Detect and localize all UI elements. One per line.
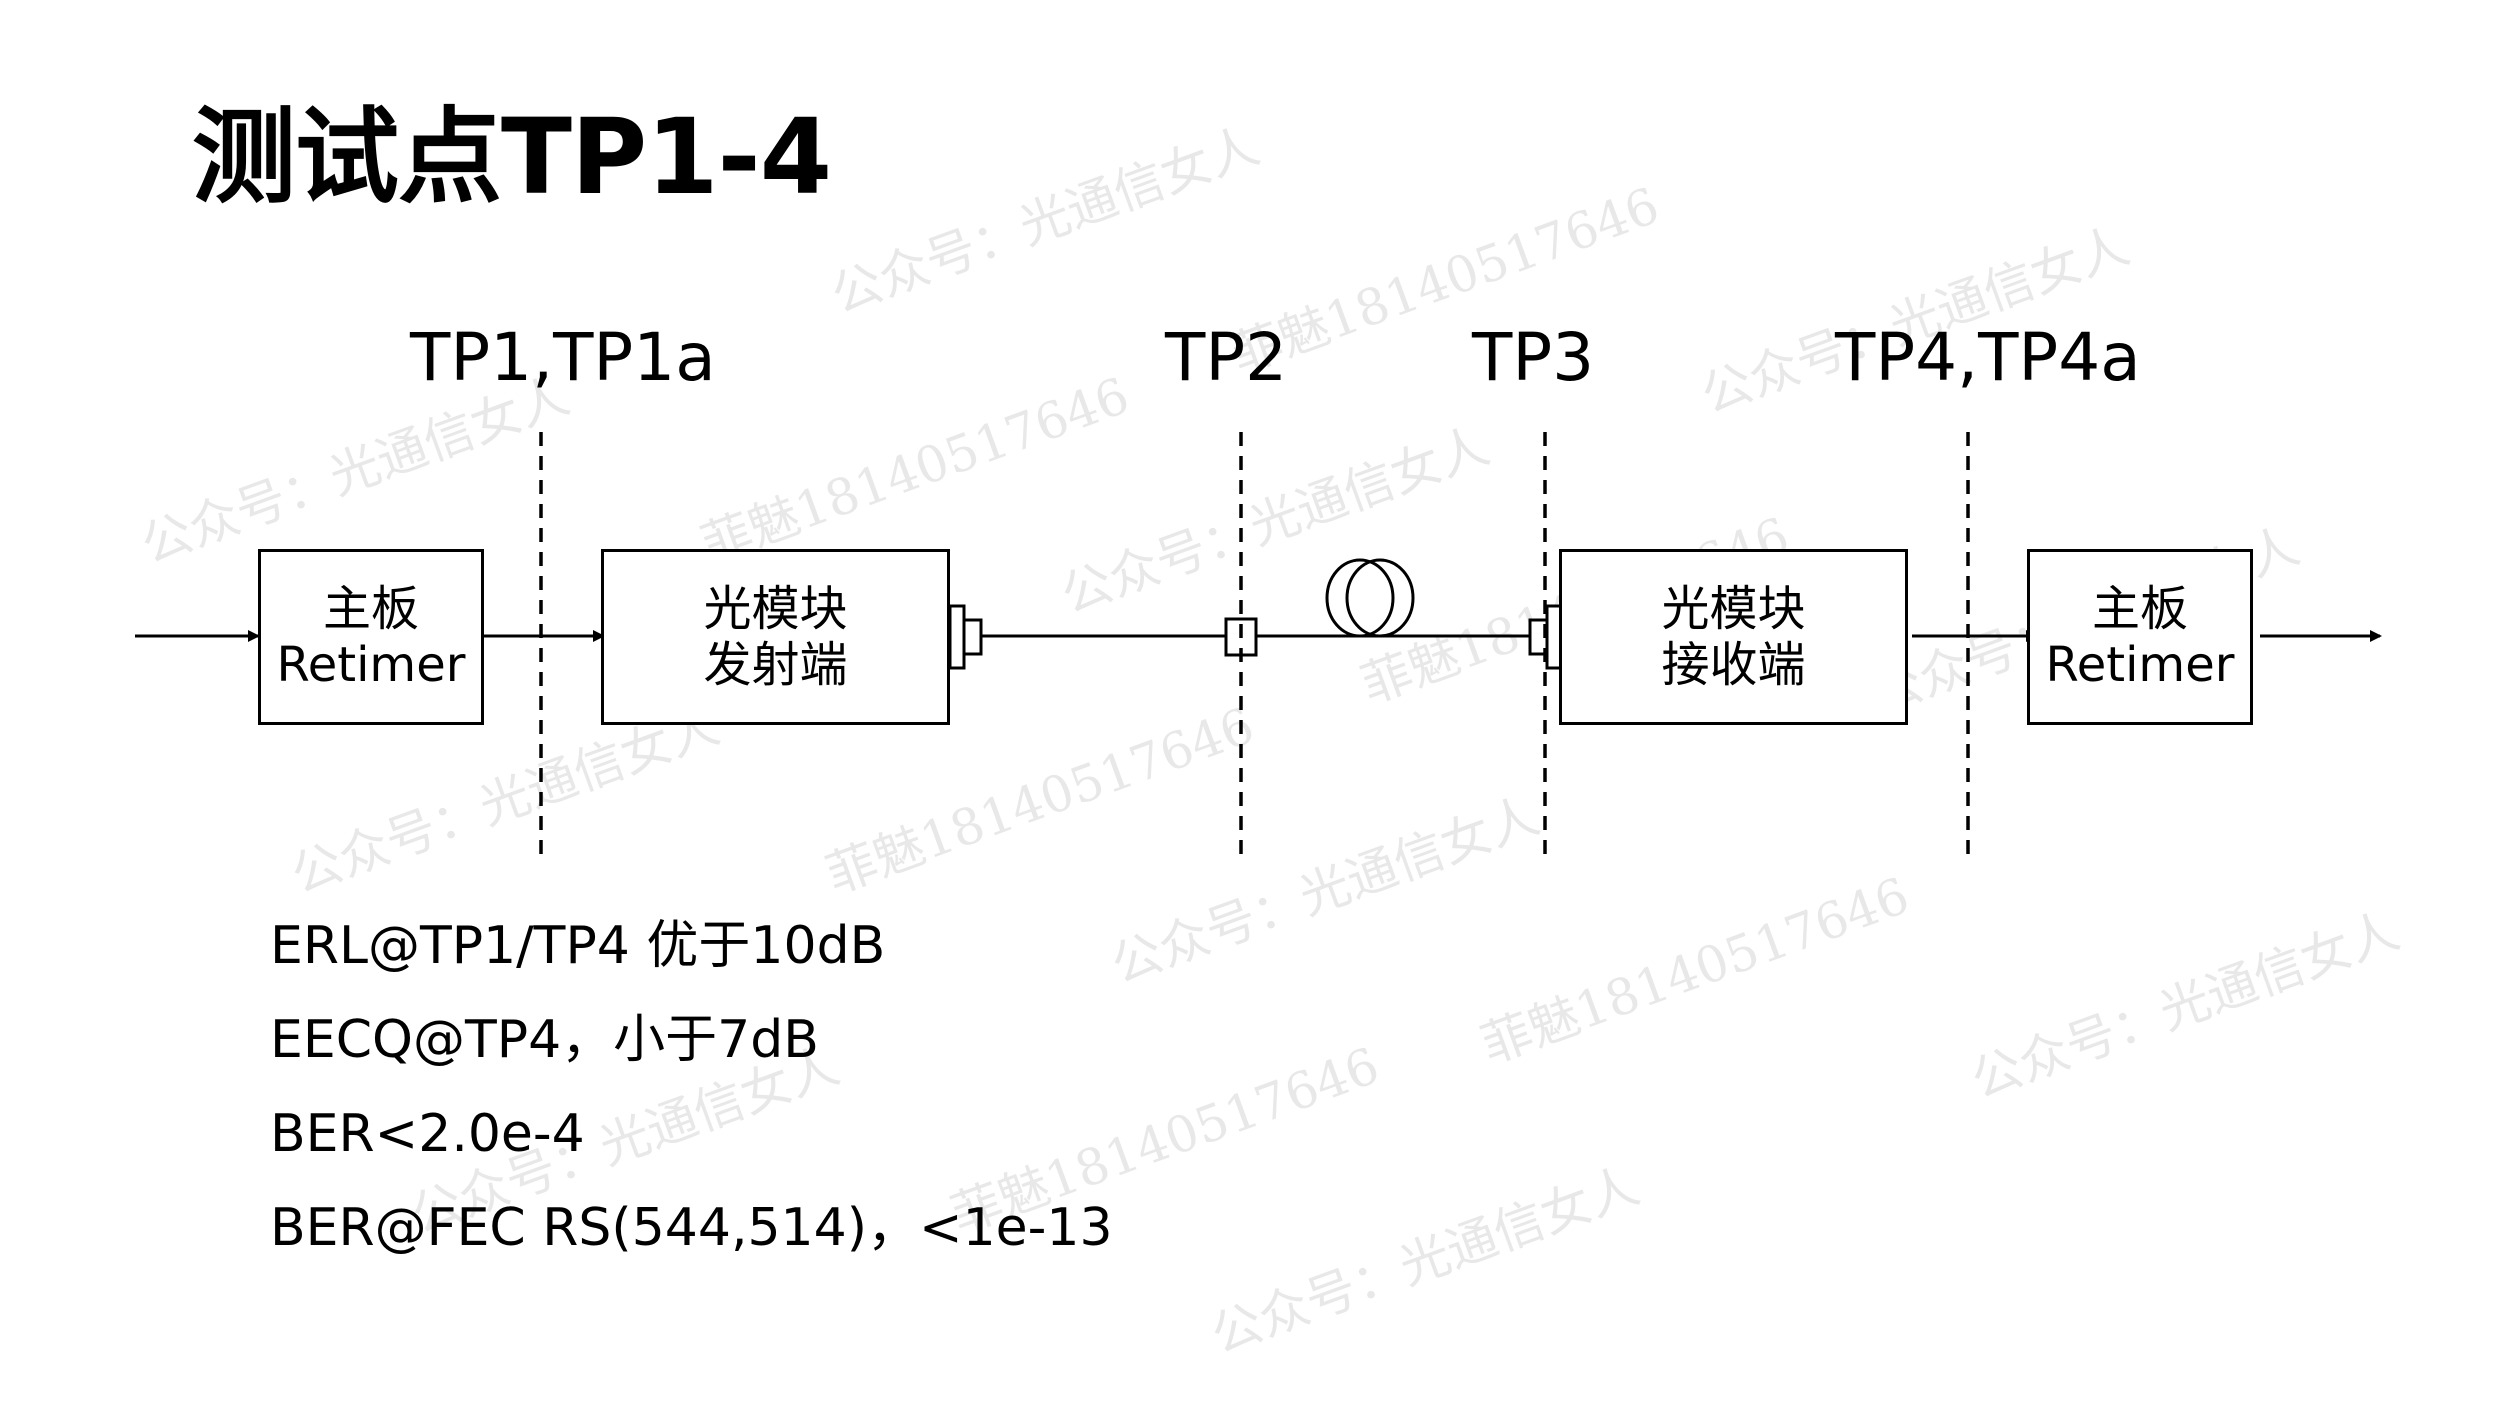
host-tx-retimer-block: 主板 Retimer [258, 549, 484, 725]
module-rx-block: 光模块 接收端 [1559, 549, 1908, 725]
spec-eecq: EECQ@TP4，小于7dB [270, 1010, 819, 1070]
tp1-label: TP1,TP1a [410, 319, 716, 396]
spec-ber: BER<2.0e-4 [270, 1104, 585, 1164]
module-rx-line1: 光模块 [1661, 581, 1806, 637]
page-title: 测试点TP1-4 [192, 96, 832, 218]
tp3-label: TP3 [1472, 319, 1595, 396]
spec-erl: ERL@TP1/TP4 优于10dB [270, 916, 886, 976]
module-tx-line1: 光模块 [703, 581, 848, 637]
host-tx-line1: 主板 [322, 581, 419, 637]
module-tx-block: 光模块 发射端 [601, 549, 950, 725]
tp2-label: TP2 [1165, 319, 1288, 396]
host-rx-retimer-block: 主板 Retimer [2027, 549, 2253, 725]
tp4-label: TP4,TP4a [1835, 319, 2141, 396]
module-tx-line2: 发射端 [703, 637, 848, 693]
spec-ber-fec: BER@FEC RS(544,514)，<1e-13 [270, 1198, 1113, 1258]
host-rx-line1: 主板 [2091, 581, 2188, 637]
fiber-spool-icon [1325, 558, 1415, 638]
module-rx-line2: 接收端 [1661, 637, 1806, 693]
host-tx-line2: Retimer [276, 637, 466, 693]
tx-connector-icon [948, 604, 983, 670]
host-rx-line2: Retimer [2045, 637, 2235, 693]
rx-connector-icon [1528, 604, 1563, 670]
